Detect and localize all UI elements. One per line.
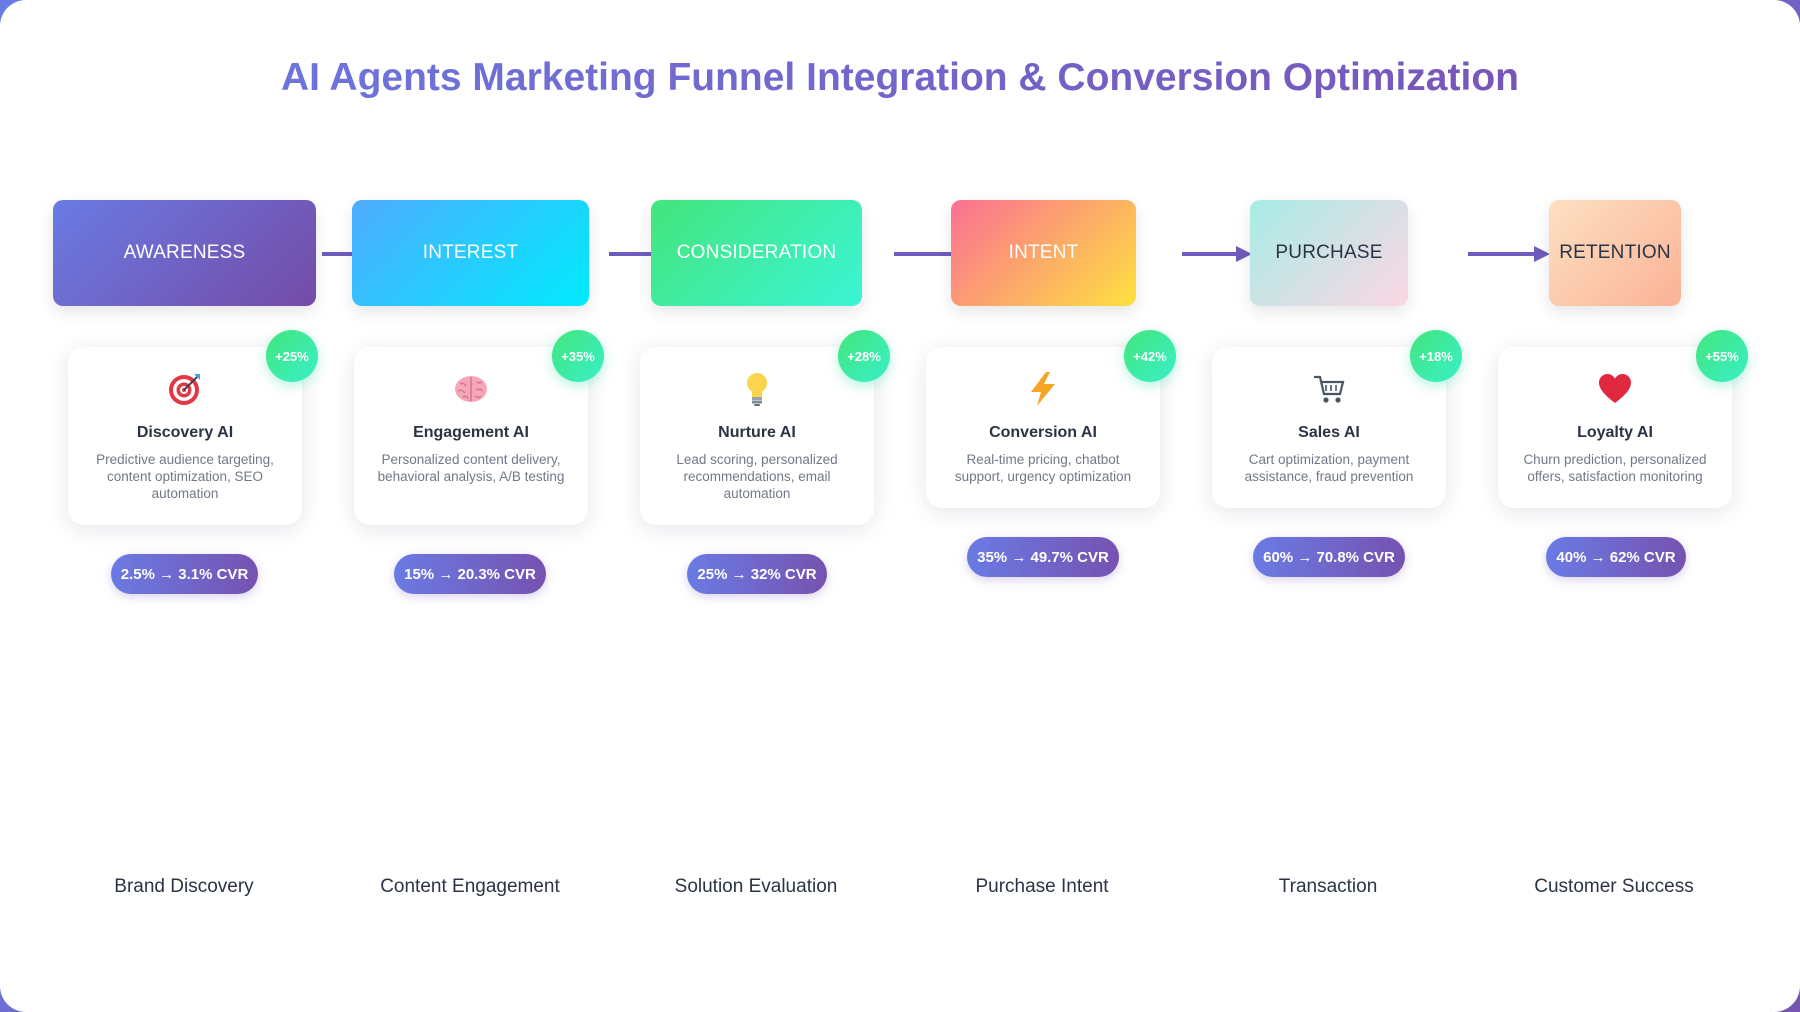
card-title: Loyalty AI (1577, 424, 1653, 441)
funnel-phase-label: Brand Discovery (114, 876, 254, 897)
card-title: Engagement AI (413, 424, 529, 441)
card-description: Lead scoring, personalized recommendatio… (676, 452, 838, 501)
conversion-rate-pill: 35% → 49.7% CVR (967, 537, 1119, 577)
card-description: Cart optimization, payment assistance, f… (1244, 452, 1414, 484)
improvement-badge: +42% (1124, 330, 1176, 382)
improvement-badge: +18% (1410, 330, 1462, 382)
improvement-badge: +35% (552, 330, 604, 382)
heart-icon (1498, 369, 1732, 409)
stage-intent: INTENT (951, 200, 1136, 306)
lightning-icon (926, 369, 1160, 409)
conversion-rate-pill: 15% → 20.3% CVR (394, 554, 546, 594)
brain-icon (354, 369, 588, 409)
agent-card-sales: Sales AI Cart optimization, payment assi… (1212, 347, 1446, 508)
arrow-head-icon (1236, 246, 1252, 262)
improvement-badge: +28% (838, 330, 890, 382)
light-bulb-icon (640, 369, 874, 409)
card-title: Nurture AI (718, 424, 796, 441)
page-title: AI Agents Marketing Funnel Integration &… (0, 52, 1800, 104)
stage-label: INTEREST (422, 242, 519, 263)
conversion-rate-pill: 40% → 62% CVR (1546, 537, 1686, 577)
stage-label: PURCHASE (1275, 242, 1383, 263)
card-title: Sales AI (1298, 424, 1360, 441)
connector-line (609, 252, 651, 256)
connector-line (1182, 252, 1238, 256)
arrow-head-icon (1534, 246, 1550, 262)
agent-card-nurture: Nurture AI Lead scoring, personalized re… (640, 347, 874, 525)
connector-line (322, 252, 352, 256)
card-description: Churn prediction, personalized offers, s… (1523, 452, 1707, 484)
funnel-phase-label: Transaction (1278, 876, 1378, 897)
funnel-phase-label: Customer Success (1534, 876, 1694, 897)
stage-label: CONSIDERATION (676, 242, 837, 263)
card-title: Discovery AI (136, 424, 234, 441)
connector-line (1468, 252, 1536, 256)
stage-retention: RETENTION (1549, 200, 1681, 306)
connector-line (894, 252, 951, 256)
stage-label: INTENT (1008, 242, 1079, 263)
improvement-badge: +25% (266, 330, 318, 382)
card-description: Personalized content delivery, behaviora… (377, 452, 565, 484)
target-icon (68, 369, 302, 409)
stage-interest: INTEREST (352, 200, 589, 306)
stage-consideration: CONSIDERATION (651, 200, 862, 306)
card-title: Conversion AI (989, 424, 1097, 441)
stage-label: AWARENESS (123, 242, 246, 263)
card-description: Predictive audience targeting, content o… (96, 452, 274, 501)
funnel-phase-label: Solution Evaluation (674, 876, 838, 897)
agent-card-engagement: Engagement AI Personalized content deliv… (354, 347, 588, 525)
conversion-rate-pill: 60% → 70.8% CVR (1253, 537, 1405, 577)
stage-purchase: PURCHASE (1250, 200, 1408, 306)
funnel-phase-label: Purchase Intent (975, 876, 1109, 897)
funnel-phase-label: Content Engagement (380, 876, 560, 897)
agent-card-conversion: Conversion AI Real-time pricing, chatbot… (926, 347, 1160, 508)
shopping-cart-icon (1212, 369, 1446, 409)
stage-label: RETENTION (1559, 242, 1671, 263)
agent-card-loyalty: Loyalty AI Churn prediction, personalize… (1498, 347, 1732, 508)
conversion-rate-pill: 25% → 32% CVR (687, 554, 827, 594)
card-description: Real-time pricing, chatbot support, urge… (954, 452, 1132, 484)
improvement-badge: +55% (1696, 330, 1748, 382)
agent-card-discovery: Discovery AI Predictive audience targeti… (68, 347, 302, 525)
conversion-rate-pill: 2.5% → 3.1% CVR (111, 554, 258, 594)
stage-awareness: AWARENESS (53, 200, 316, 306)
